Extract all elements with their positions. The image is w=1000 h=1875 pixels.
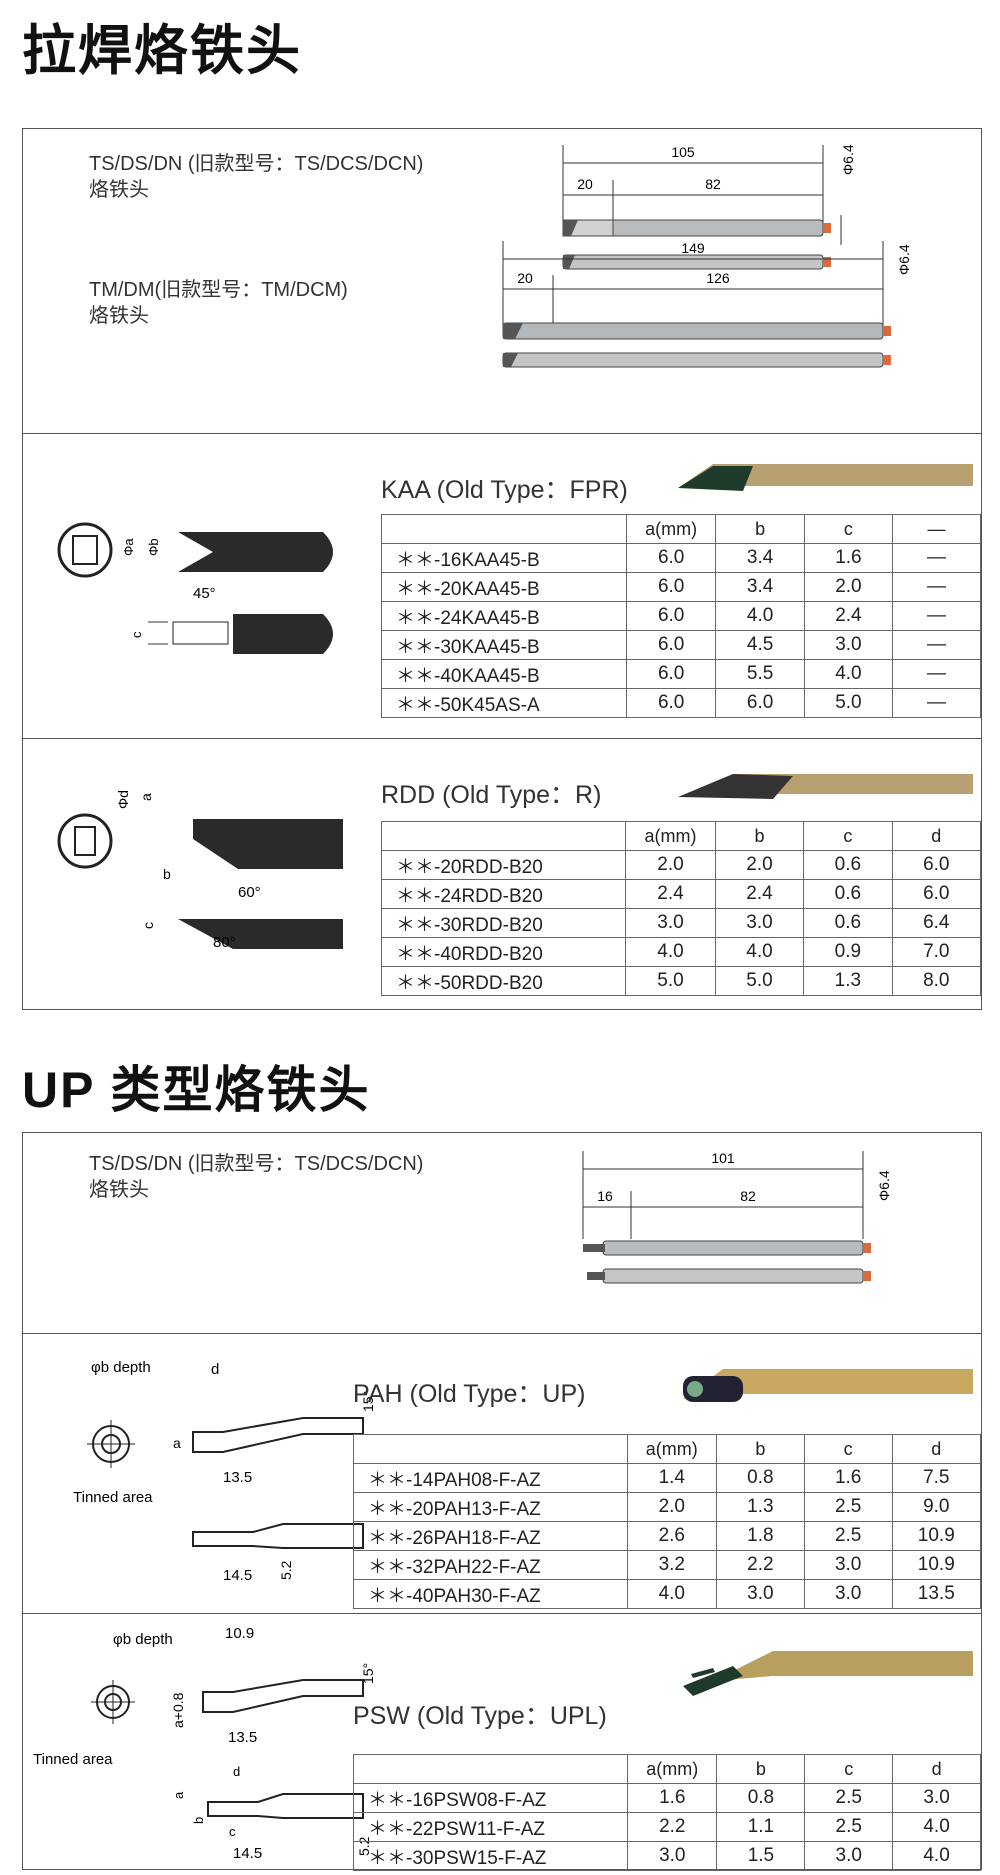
tm-dm-drawing: 149 20 126 Φ6.4 — [502, 240, 912, 368]
label-phi-a: Φa — [121, 538, 136, 556]
dim-diameter: Φ6.4 — [840, 144, 856, 175]
dim-tip: 20 — [577, 176, 593, 192]
label-10-9: 10.9 — [225, 1625, 254, 1642]
label-13-5: 13.5 — [228, 1729, 257, 1746]
label-tinned-area: Tinned area — [73, 1489, 153, 1506]
up-ts-dn-drawing: 101 16 82 Φ6.4 — [582, 1150, 892, 1284]
label-c: c — [129, 631, 144, 638]
label-phi-d: Φd — [115, 790, 131, 809]
dim-body: 126 — [706, 270, 730, 286]
rdd-photo — [678, 774, 973, 799]
drag-solder-tips-panel: TS/DS/DN (旧款型号：TS/DCS/DCN) 烙铁头 105 20 82… — [22, 128, 982, 1010]
up-tips-panel: TS/DS/DN (旧款型号：TS/DCS/DCN) 烙铁头 101 16 82… — [22, 1132, 982, 1871]
rdd-title: RDD (Old Type：R) — [381, 781, 602, 809]
section2-title: UP 类型烙铁头 — [22, 1062, 371, 1118]
kaa-title: KAA (Old Type：FPR) — [381, 476, 628, 504]
psw-title: PSW (Old Type：UPL) — [353, 1702, 607, 1730]
label-angle: 15° — [360, 1663, 376, 1684]
pah-title: PAH (Old Type：UP) — [353, 1380, 586, 1408]
tm-dm-label: TM/DM(旧款型号：TM/DCM) 烙铁头 — [89, 279, 348, 327]
rdd-diagram: Φd a b 60° c 80° — [57, 790, 343, 949]
label-c: c — [229, 1824, 236, 1839]
psw-diagram: φb depth 10.9 a+0.8 15° 13.5 Tinned area… — [33, 1625, 376, 1862]
label-angle-60: 60° — [238, 884, 261, 901]
dim-body: 82 — [705, 176, 721, 192]
label-14-5: 14.5 — [233, 1845, 262, 1862]
kaa-diagram: Φa Φb 45° c — [57, 522, 333, 654]
label-b-depth: φb depth — [91, 1359, 151, 1376]
label-b: b — [191, 1817, 206, 1824]
label-tinned-area: Tinned area — [33, 1751, 113, 1768]
kaa-photo — [678, 464, 973, 491]
label-c: c — [140, 922, 156, 929]
label-d: d — [211, 1361, 219, 1378]
label-13-5: 13.5 — [223, 1469, 252, 1486]
dim-total: 105 — [671, 144, 695, 160]
label-angle: 15° — [360, 1391, 376, 1412]
label-angle: 45° — [193, 585, 216, 602]
dim-tip: 16 — [597, 1188, 613, 1204]
label-b-depth: φb depth — [113, 1631, 173, 1648]
pah-section: φb depth d a 15° 13.5 Tinned area 14.5 5… — [23, 1333, 982, 1614]
label-angle-80: 80° — [213, 934, 236, 949]
pah-photo — [683, 1369, 973, 1402]
label-a: a — [173, 1435, 181, 1451]
dim-diameter: Φ6.4 — [896, 244, 912, 275]
dim-total: 149 — [681, 240, 705, 256]
section1-title: 拉焊烙铁头 — [22, 21, 302, 81]
label-a: a — [171, 1791, 186, 1799]
ts-dn-label: TS/DS/DN (旧款型号：TS/DCS/DCN) 烙铁头 — [89, 153, 424, 201]
label-5-2: 5.2 — [278, 1560, 294, 1580]
label-b: b — [163, 866, 171, 882]
label-d: d — [233, 1764, 240, 1779]
rdd-section: Φd a b 60° c 80° RDD (Old Type：R) a(mm)b… — [23, 738, 982, 1011]
psw-photo — [683, 1651, 973, 1696]
dim-total: 101 — [711, 1150, 735, 1166]
dim-body: 82 — [740, 1188, 756, 1204]
label-phi-b: Φb — [146, 538, 161, 556]
ts-dn-drawing: 105 20 82 Φ6.4 — [562, 144, 856, 270]
label-14-5: 14.5 — [223, 1567, 252, 1584]
dim-diameter: Φ6.4 — [876, 1170, 892, 1201]
dim-tip: 20 — [517, 270, 533, 286]
up-ts-dn-label: TS/DS/DN (旧款型号：TS/DCS/DCN) 烙铁头 — [89, 1153, 424, 1201]
psw-section: φb depth 10.9 a+0.8 15° 13.5 Tinned area… — [23, 1613, 981, 1871]
pah-diagram: φb depth d a 15° 13.5 Tinned area 14.5 5… — [73, 1359, 376, 1584]
label-a: a — [138, 793, 154, 801]
label-a-plus: a+0.8 — [170, 1692, 186, 1728]
